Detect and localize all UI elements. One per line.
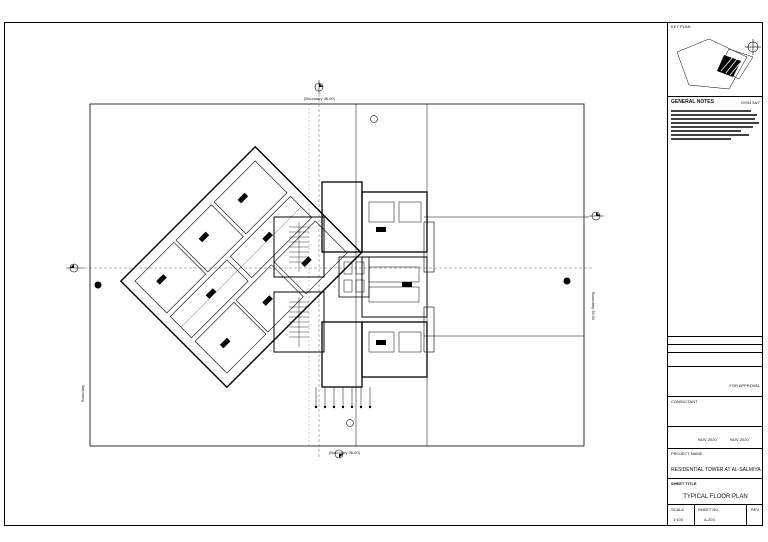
consultant-panel: CONSULTANT — [668, 397, 763, 427]
core — [273, 181, 370, 388]
rev-label: REV — [750, 507, 759, 512]
right-units — [361, 191, 435, 378]
notes-text-block — [671, 110, 759, 140]
dates-panel: NOV 2020 NOV 2020 — [668, 427, 763, 449]
project-label: PROJECT NAME — [671, 451, 703, 456]
floor-plan-drawing: (Boundary 36.00) (Boundary 36.00) Bounda… — [4, 22, 667, 526]
general-notes-panel: GENERAL NOTES G/Sht 5a/7 — [668, 97, 763, 337]
axis-label-right: Boundary 36.00 — [591, 292, 596, 321]
south-axis-marker — [334, 449, 344, 459]
sheet-no: A-203 — [704, 517, 715, 522]
title-block: KEY PLAN GENERAL NOTES G/Sht 5a/7 FOR A — [667, 22, 763, 526]
status-text: FOR APPROVAL — [729, 383, 760, 388]
key-plan-panel: KEY PLAN — [668, 22, 763, 97]
general-notes-title: GENERAL NOTES — [671, 99, 714, 105]
consultant-label: CONSULTANT — [671, 399, 698, 404]
east-axis-marker — [589, 211, 604, 221]
general-notes-ref: G/Sht 5a/7 — [740, 100, 760, 105]
scale-value: 1:100 — [673, 517, 684, 522]
sheet-no-label: SHEET NO. — [698, 507, 720, 512]
north-axis-marker — [314, 80, 324, 94]
project-panel: PROJECT NAME RESIDENTIAL TOWER AT AL-SAL… — [668, 449, 763, 479]
key-plan-svg — [676, 38, 761, 90]
scale-label: SCALE — [671, 507, 685, 512]
floor-plan-svg: (Boundary 36.00) (Boundary 36.00) Bounda… — [66, 80, 604, 459]
sheet-title: TYPICAL FLOOR PLAN — [683, 494, 748, 500]
axis-label-left: Boundary — [80, 385, 85, 402]
plot-boundary — [89, 103, 585, 447]
project-name: RESIDENTIAL TOWER AT AL-SALMIYA — [671, 467, 761, 473]
sheet-frame — [4, 22, 763, 526]
sheet-title-panel: SHEET TITLE TYPICAL FLOOR PLAN — [668, 479, 763, 505]
axis-label-top: (Boundary 36.00) — [304, 96, 336, 101]
checked-date: NOV 2020 — [730, 437, 749, 442]
drawn-date: NOV 2020 — [698, 437, 717, 442]
west-axis-marker — [66, 263, 84, 273]
sheet-title-label: SHEET TITLE — [671, 481, 697, 486]
rotated-wing — [119, 145, 363, 389]
key-plan-label: KEY PLAN — [671, 24, 691, 29]
axis-label-bottom: (Boundary 36.00) — [329, 450, 361, 455]
status-panel: FOR APPROVAL — [668, 367, 763, 397]
sheet-info-panel: SCALE 1:100 SHEET NO. A-203 REV — [668, 505, 763, 526]
